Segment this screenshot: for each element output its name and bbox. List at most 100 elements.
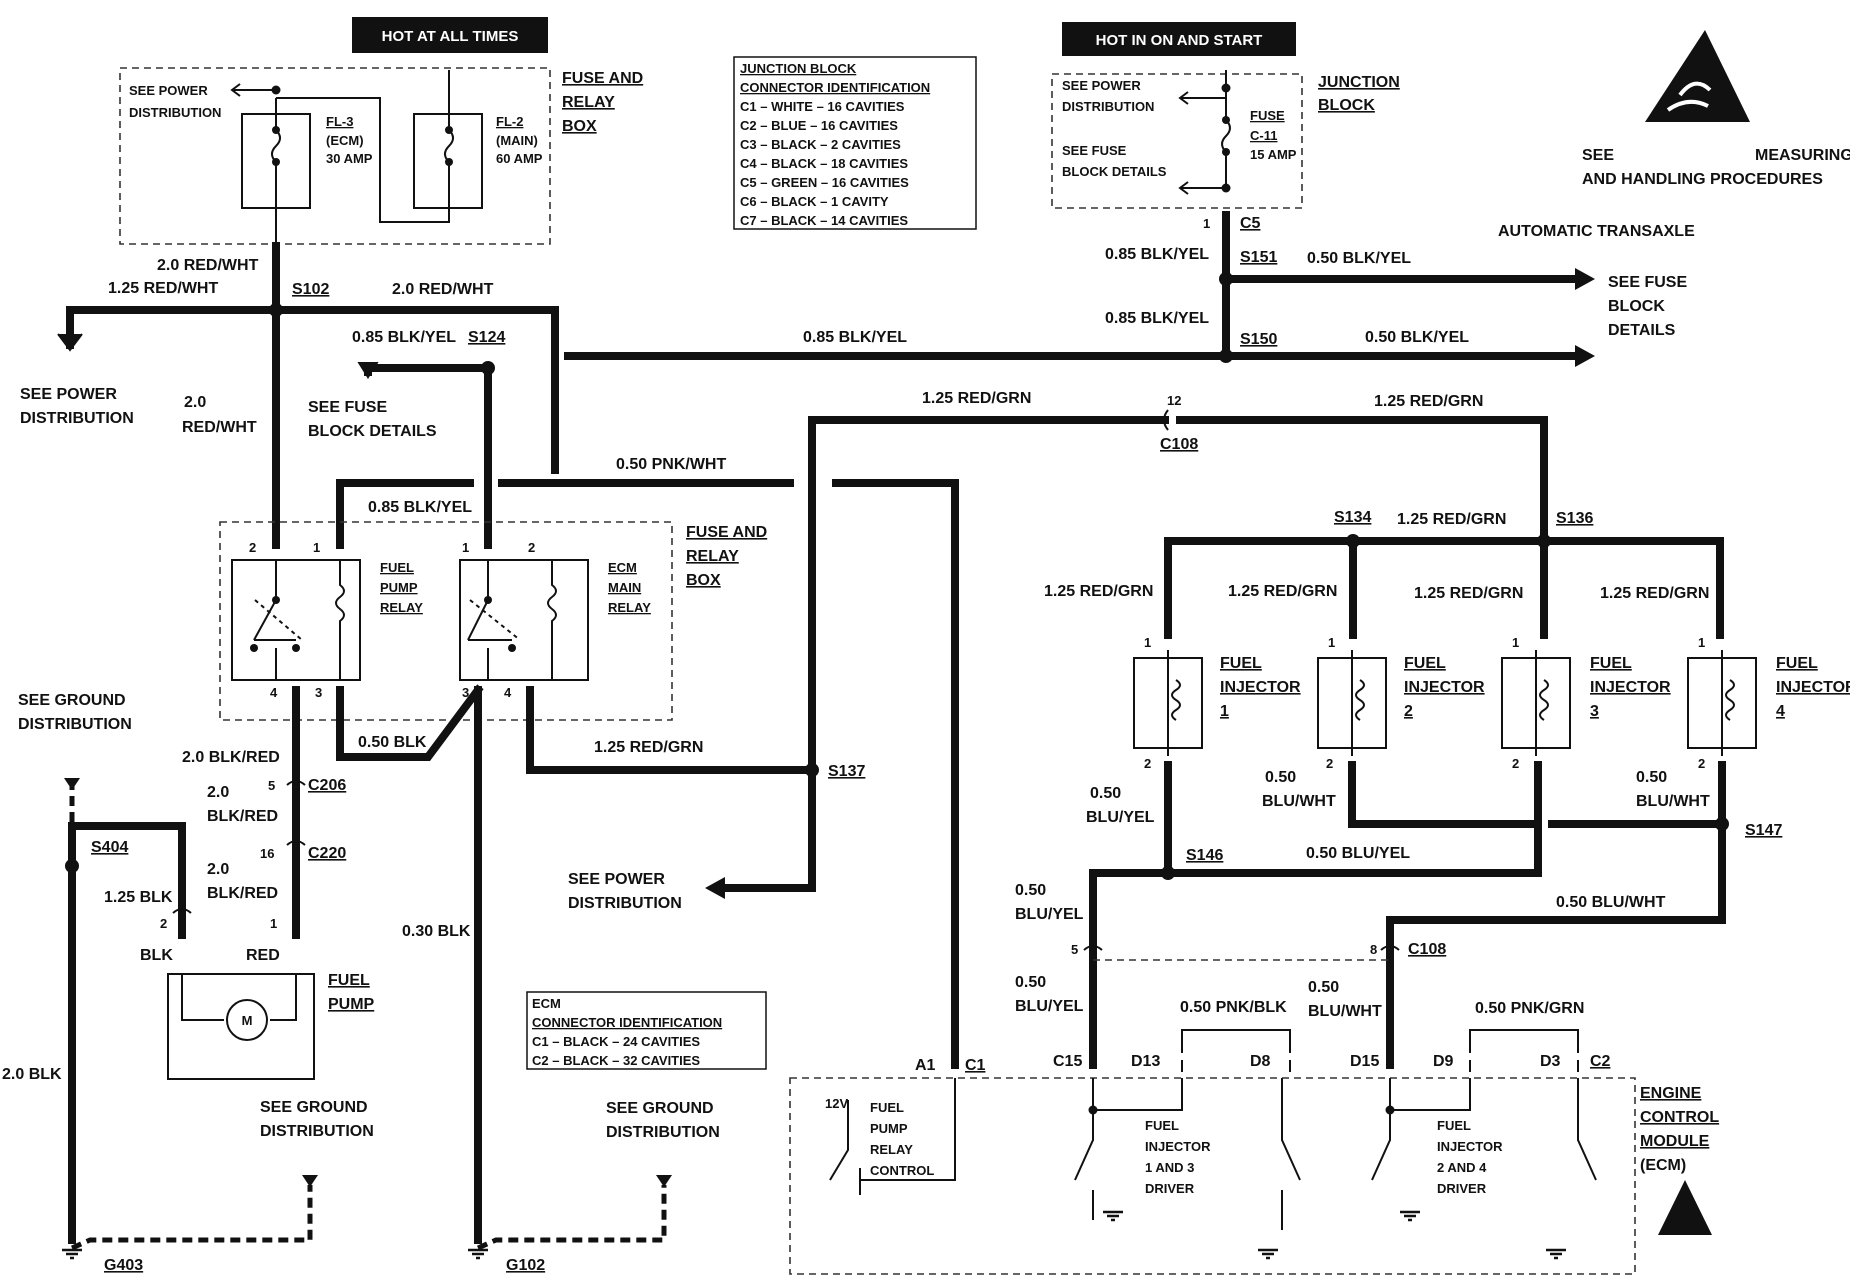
svg-text:SEE POWER: SEE POWER — [568, 871, 665, 888]
svg-text:C3 – BLACK – 2 CAVITIES: C3 – BLACK – 2 CAVITIES — [740, 137, 901, 152]
svg-text:BLOCK: BLOCK — [1318, 97, 1375, 114]
header-hot-at-all-times: HOT AT ALL TIMES — [352, 17, 548, 53]
svg-text:MEASURING: MEASURING — [1755, 147, 1850, 164]
svg-text:S146: S146 — [1186, 847, 1223, 864]
svg-text:BLK/RED: BLK/RED — [207, 808, 278, 825]
svg-text:FUEL: FUEL — [1404, 655, 1446, 672]
splice-labels: S102 S124 S151 S150 S134 S136 S137 S146 … — [91, 249, 1782, 864]
svg-text:2.0: 2.0 — [184, 394, 206, 411]
svg-text:0.30 BLK: 0.30 BLK — [402, 923, 471, 940]
svg-text:0.50 PNK/BLK: 0.50 PNK/BLK — [1180, 999, 1287, 1016]
svg-text:FUEL: FUEL — [870, 1100, 904, 1115]
svg-text:3: 3 — [1590, 703, 1599, 720]
svg-text:3: 3 — [315, 685, 322, 700]
svg-text:1 AND 3: 1 AND 3 — [1145, 1160, 1194, 1175]
svg-text:DISTRIBUTION: DISTRIBUTION — [129, 105, 221, 120]
svg-text:12: 12 — [1167, 393, 1181, 408]
svg-text:1.25 RED/GRN: 1.25 RED/GRN — [1414, 585, 1523, 602]
svg-text:1: 1 — [1512, 635, 1519, 650]
svg-text:DETAILS: DETAILS — [1608, 322, 1676, 339]
svg-text:0.50: 0.50 — [1265, 769, 1296, 786]
svg-text:0.50 PNK/WHT: 0.50 PNK/WHT — [616, 456, 726, 473]
svg-text:8: 8 — [1370, 942, 1377, 957]
injector-drive-wires — [1083, 761, 1729, 1069]
svg-text:S136: S136 — [1556, 510, 1593, 527]
svg-text:JUNCTION: JUNCTION — [1318, 74, 1400, 91]
svg-text:2 AND 4: 2 AND 4 — [1437, 1160, 1487, 1175]
svg-text:CONTROL: CONTROL — [1640, 1109, 1719, 1126]
svg-text:BOX: BOX — [562, 118, 597, 135]
svg-text:RED/WHT: RED/WHT — [182, 419, 257, 436]
svg-text:C1: C1 — [965, 1057, 986, 1074]
svg-text:C1 – BLACK – 24 CAVITIES: C1 – BLACK – 24 CAVITIES — [532, 1034, 700, 1049]
svg-text:1.25 RED/WHT: 1.25 RED/WHT — [108, 280, 218, 297]
svg-text:S137: S137 — [828, 763, 865, 780]
svg-text:C4 – BLACK – 18 CAVITIES: C4 – BLACK – 18 CAVITIES — [740, 156, 908, 171]
svg-text:0.50: 0.50 — [1090, 785, 1121, 802]
svg-text:D3: D3 — [1540, 1053, 1561, 1070]
svg-text:BLK/RED: BLK/RED — [207, 885, 278, 902]
relay-output-wires — [60, 684, 672, 1260]
svg-text:0.50: 0.50 — [1015, 882, 1046, 899]
svg-text:DISTRIBUTION: DISTRIBUTION — [568, 895, 682, 912]
svg-text:0.85 BLK/YEL: 0.85 BLK/YEL — [803, 329, 907, 346]
svg-text:D9: D9 — [1433, 1053, 1454, 1070]
svg-text:1.25 RED/GRN: 1.25 RED/GRN — [1397, 511, 1506, 528]
svg-text:1: 1 — [1220, 703, 1229, 720]
svg-text:FUSE: FUSE — [1250, 108, 1285, 123]
svg-text:SEE FUSE: SEE FUSE — [1608, 274, 1687, 291]
svg-text:G403: G403 — [104, 1257, 143, 1274]
svg-text:0.85 BLK/YEL: 0.85 BLK/YEL — [368, 499, 472, 516]
svg-text:C108: C108 — [1408, 941, 1446, 958]
svg-text:1.25 RED/GRN: 1.25 RED/GRN — [1374, 393, 1483, 410]
svg-text:2.0 BLK: 2.0 BLK — [2, 1066, 62, 1083]
svg-text:3: 3 — [462, 685, 469, 700]
svg-text:12V: 12V — [825, 1096, 848, 1111]
svg-text:4: 4 — [504, 685, 512, 700]
svg-text:2: 2 — [1512, 756, 1519, 771]
svg-text:SEE POWER: SEE POWER — [20, 386, 117, 403]
svg-text:SEE GROUND: SEE GROUND — [606, 1100, 714, 1117]
svg-text:(MAIN): (MAIN) — [496, 133, 538, 148]
svg-text:BLU/YEL: BLU/YEL — [1086, 809, 1155, 826]
svg-text:C-11: C-11 — [1250, 128, 1277, 143]
svg-text:ECM: ECM — [532, 996, 561, 1011]
svg-text:FUEL: FUEL — [1590, 655, 1632, 672]
svg-text:FUEL: FUEL — [1145, 1118, 1179, 1133]
svg-text:DRIVER: DRIVER — [1437, 1181, 1487, 1196]
svg-text:0.50: 0.50 — [1308, 979, 1339, 996]
svg-text:D8: D8 — [1250, 1053, 1271, 1070]
svg-text:HOT AT ALL TIMES: HOT AT ALL TIMES — [382, 28, 519, 45]
svg-text:FUSE AND: FUSE AND — [562, 70, 643, 87]
svg-text:2.0: 2.0 — [207, 784, 229, 801]
svg-text:C6 – BLACK – 1 CAVITY: C6 – BLACK – 1 CAVITY — [740, 194, 889, 209]
junction-block-connector-id-table: JUNCTION BLOCK CONNECTOR IDENTIFICATION … — [733, 56, 977, 230]
svg-text:1: 1 — [1144, 635, 1151, 650]
fuel-injector-4: FUEL INJECTOR 4 — [1687, 650, 1850, 756]
svg-text:PUMP: PUMP — [380, 580, 418, 595]
svg-text:RELAY: RELAY — [562, 94, 615, 111]
svg-text:S404: S404 — [91, 839, 128, 856]
svg-text:C2 – BLUE – 16 CAVITIES: C2 – BLUE – 16 CAVITIES — [740, 118, 898, 133]
svg-text:1.25 RED/GRN: 1.25 RED/GRN — [1044, 583, 1153, 600]
svg-text:1.25 BLK: 1.25 BLK — [104, 889, 173, 906]
svg-text:INJECTOR: INJECTOR — [1776, 679, 1850, 696]
svg-text:BLOCK DETAILS: BLOCK DETAILS — [1062, 164, 1167, 179]
svg-text:CONTROL: CONTROL — [870, 1163, 934, 1178]
svg-text:JUNCTION BLOCK: JUNCTION BLOCK — [740, 61, 857, 76]
svg-text:FUEL: FUEL — [380, 560, 414, 575]
svg-text:C2 – BLACK – 32 CAVITIES: C2 – BLACK – 32 CAVITIES — [532, 1053, 700, 1068]
svg-text:2: 2 — [1144, 756, 1151, 771]
svg-text:BLU/YEL: BLU/YEL — [1015, 998, 1084, 1015]
svg-text:C5: C5 — [1240, 215, 1261, 232]
svg-text:CONNECTOR IDENTIFICATION: CONNECTOR IDENTIFICATION — [740, 80, 930, 95]
fuel-injector-2: FUEL INJECTOR 2 — [1317, 650, 1485, 756]
svg-text:BLU/YEL: BLU/YEL — [1015, 906, 1084, 923]
svg-text:5: 5 — [268, 778, 275, 793]
svg-text:RED: RED — [246, 947, 280, 964]
svg-text:S124: S124 — [468, 329, 505, 346]
svg-text:1.25 RED/GRN: 1.25 RED/GRN — [1600, 585, 1709, 602]
svg-text:1: 1 — [1328, 635, 1335, 650]
svg-text:4: 4 — [270, 685, 278, 700]
svg-text:C2: C2 — [1590, 1053, 1611, 1070]
